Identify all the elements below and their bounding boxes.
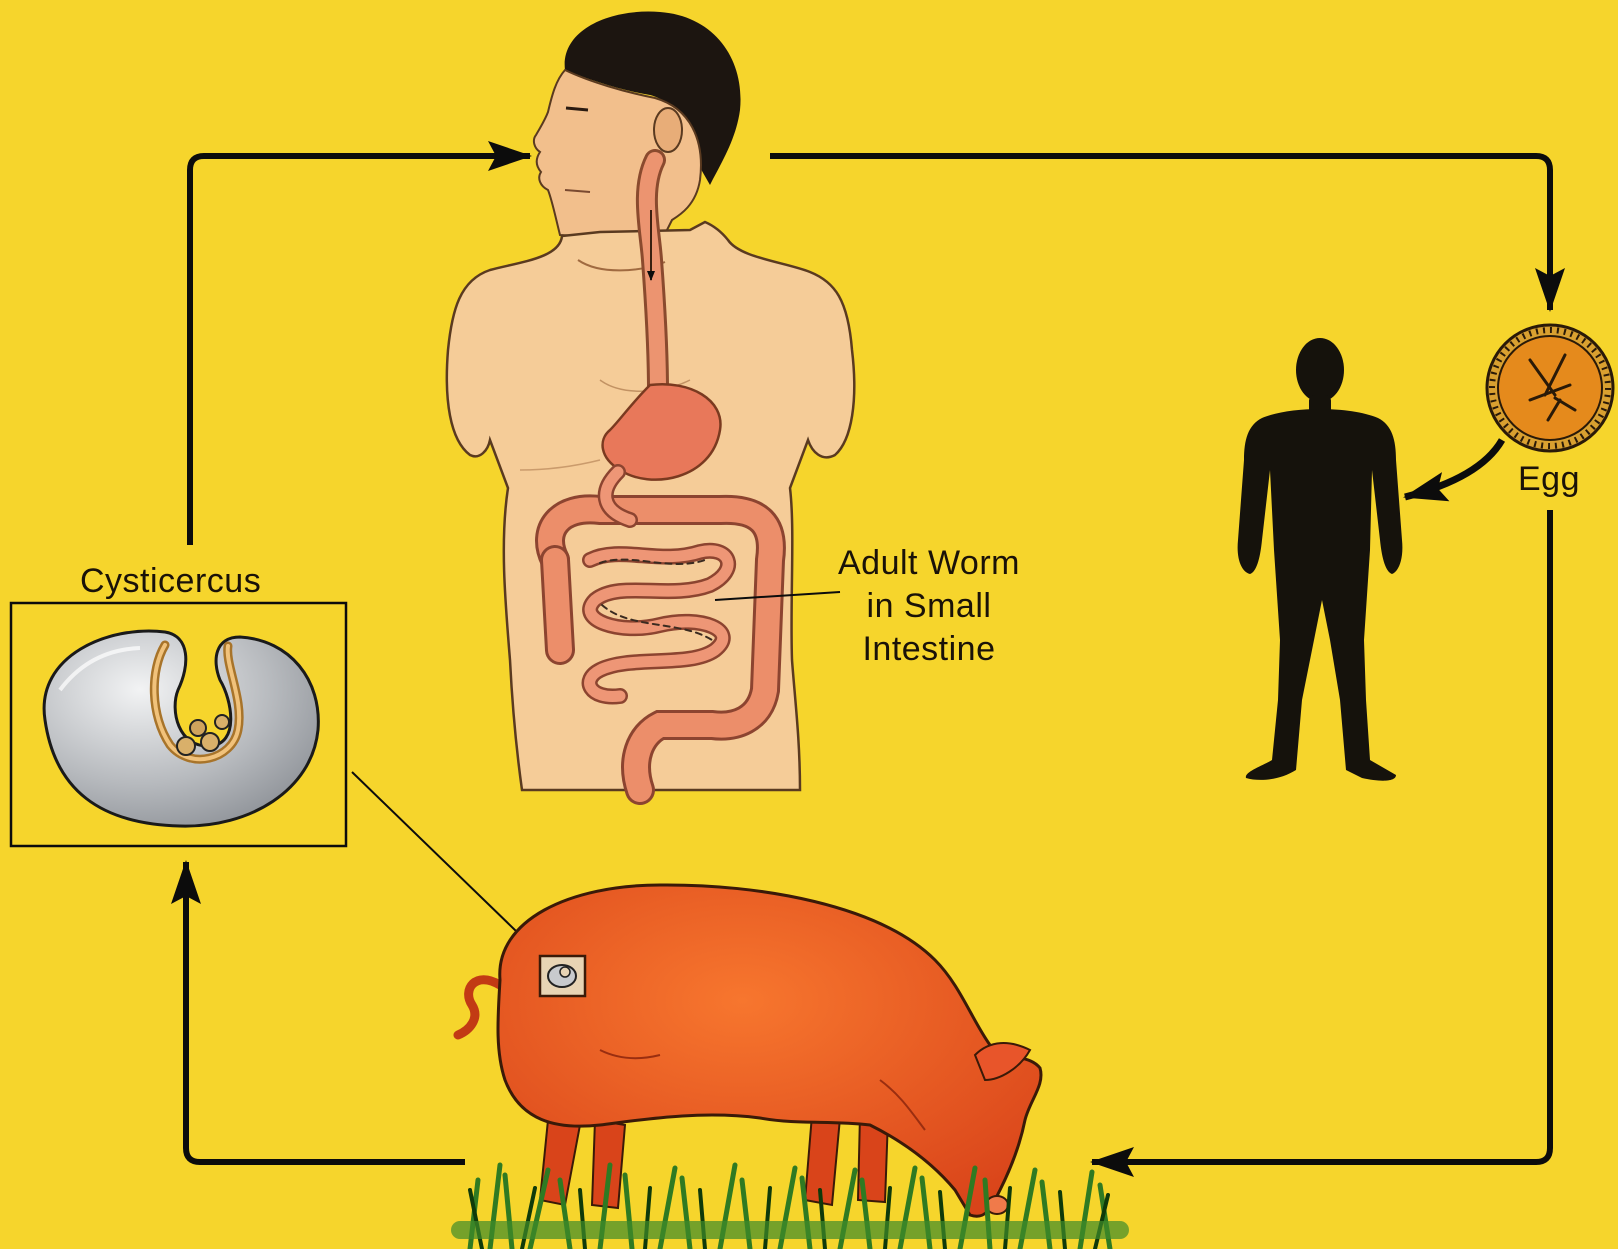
arrow-egg-to-pig [1092, 510, 1550, 1162]
arrow-pig-to-cysticercus [186, 862, 465, 1162]
cysticercus-label: Cysticercus [80, 560, 261, 602]
egg-icon [1487, 325, 1613, 451]
adult-worm-label-line-1: Adult Worm [838, 542, 1020, 585]
human-silhouette-icon [1238, 338, 1403, 781]
human-torso-illustration [447, 12, 854, 790]
arrow-egg-to-person [1405, 440, 1502, 497]
cysticercus-illustration [11, 603, 346, 846]
arrow-human-to-egg [770, 156, 1550, 310]
adult-worm-label: Adult Worm in Small Intestine [838, 542, 1020, 671]
egg-label: Egg [1518, 458, 1580, 500]
pig-illustration [458, 885, 1041, 1216]
adult-worm-label-line-3: Intestine [838, 628, 1020, 671]
adult-worm-label-line-2: in Small [838, 585, 1020, 628]
